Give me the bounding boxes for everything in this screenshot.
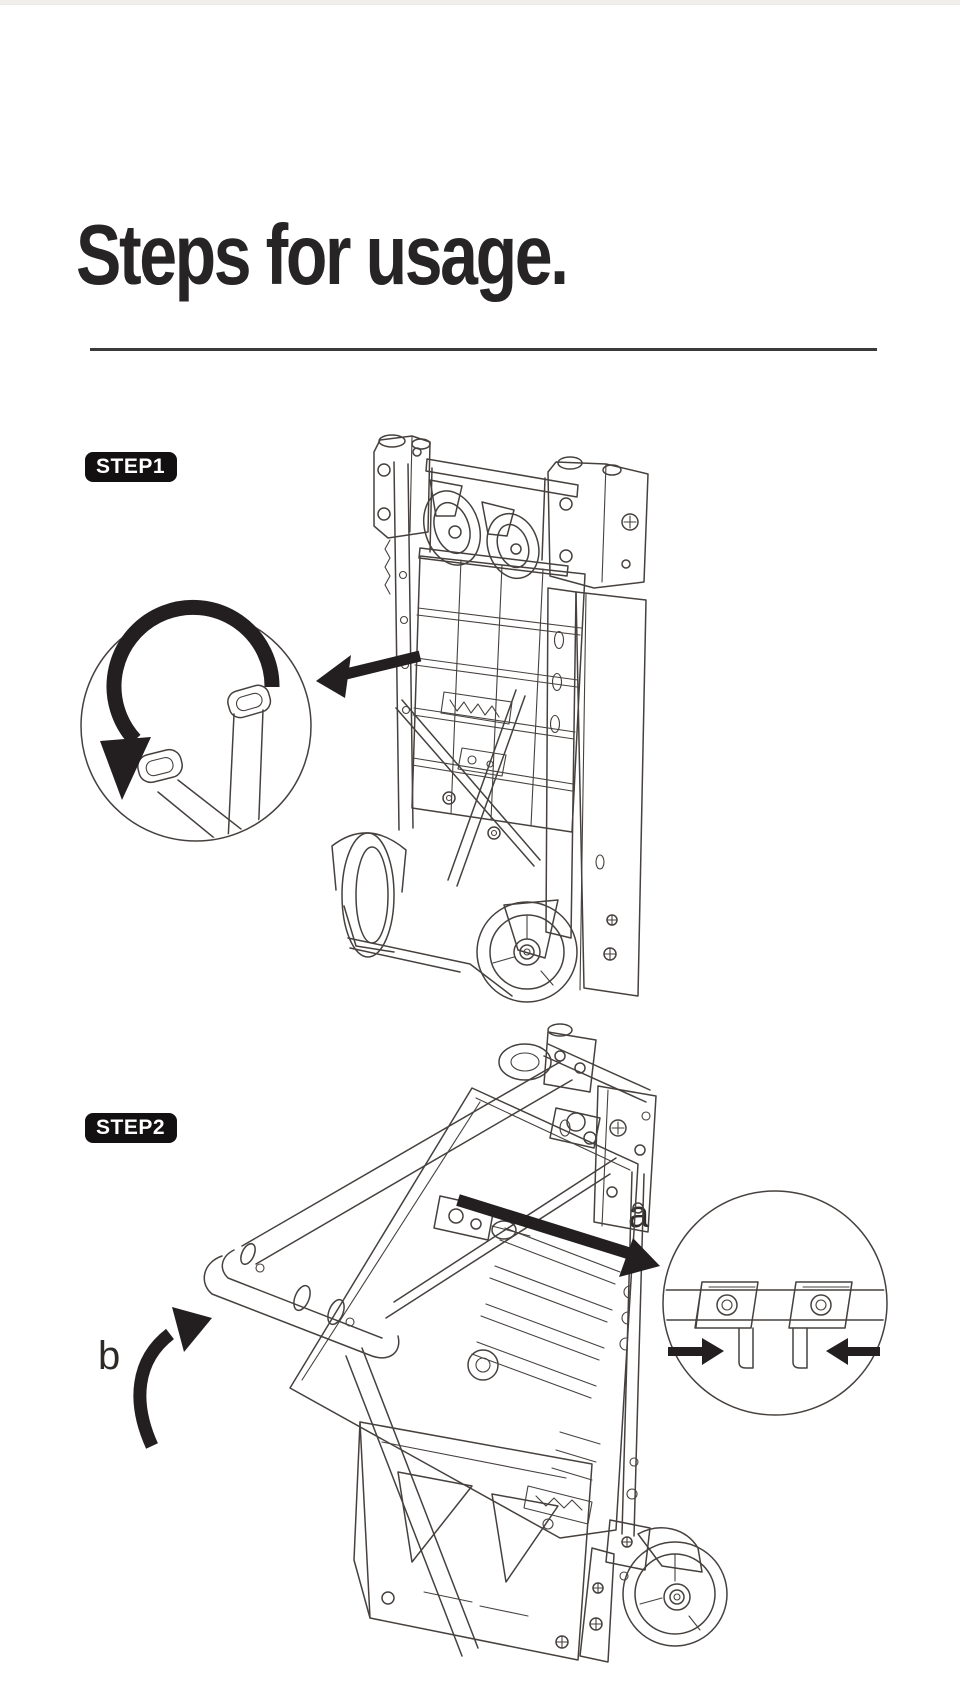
title-divider-line <box>90 348 877 351</box>
rotate-counterclockwise-arrow-icon <box>100 599 280 800</box>
step2-badge-label: STEP2 <box>96 1116 166 1139</box>
magnifier-circle <box>80 610 312 842</box>
rotate-up-arrow-icon <box>133 1307 212 1449</box>
step1-magnifier <box>80 599 312 842</box>
step2-magnifier <box>662 1190 888 1416</box>
step1-cart-drawing <box>331 434 649 1003</box>
top-edge-strip <box>0 0 960 5</box>
push-inward-arrow-icons <box>668 1338 880 1365</box>
latch-hooks-detail <box>665 1281 885 1369</box>
step2-annotation-b: b <box>98 1334 121 1378</box>
step1-badge: STEP1 <box>85 452 177 482</box>
step1-badge-label: STEP1 <box>96 455 166 478</box>
step2-cart-drawing <box>203 1023 728 1663</box>
magnifier-circle <box>662 1190 888 1416</box>
step2-badge: STEP2 <box>85 1113 177 1143</box>
page-title: Steps for usage. <box>76 207 569 303</box>
handle-tubes-detail <box>137 684 272 839</box>
step1-direction-arrow-icon <box>316 650 422 698</box>
step2-direction-arrow-icon <box>456 1194 660 1277</box>
